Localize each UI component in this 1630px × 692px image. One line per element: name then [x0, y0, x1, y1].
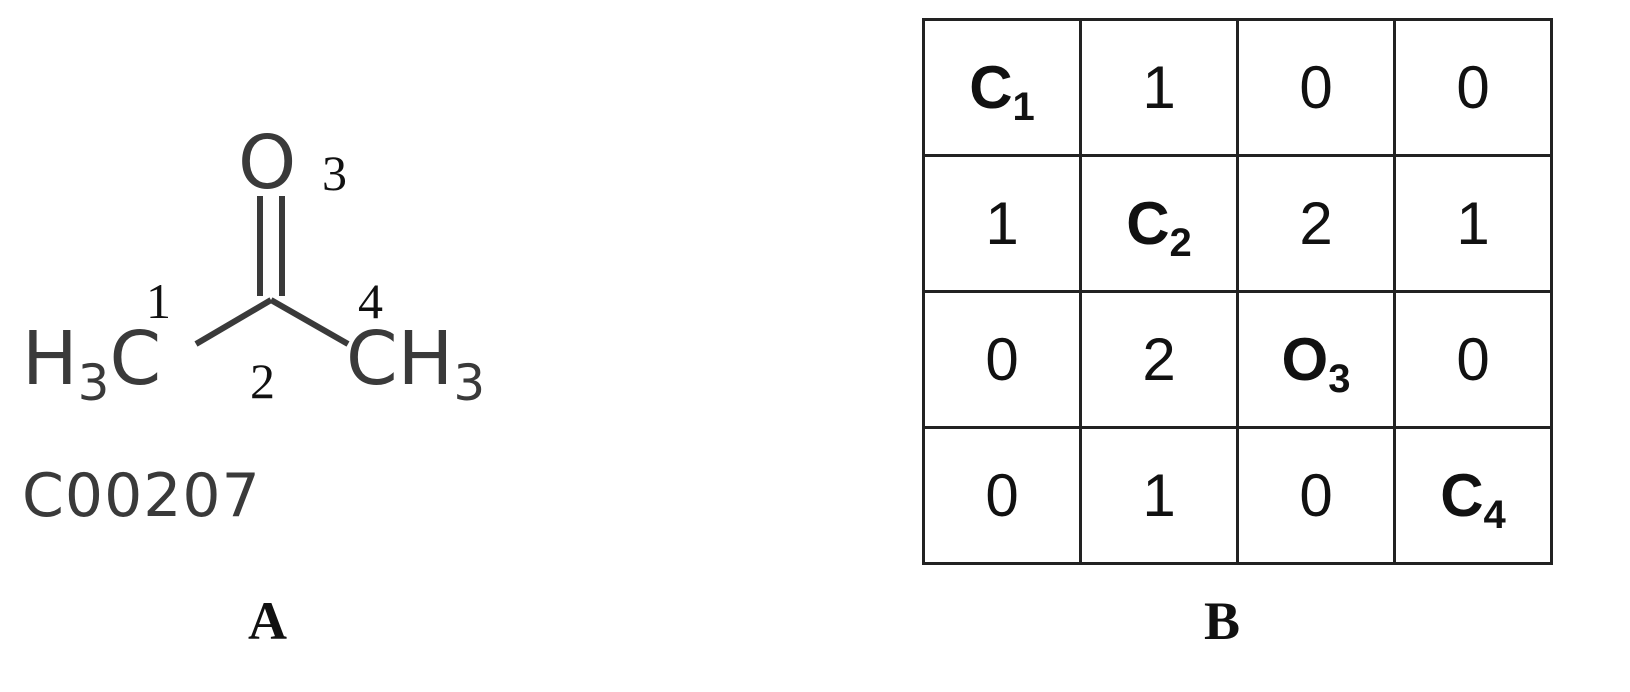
compound-id: C00207 [22, 461, 261, 531]
panel-a-molecule: O H3C CH3 1 2 3 4 C00207 [22, 120, 485, 531]
atom-number-3: 3 [322, 145, 347, 201]
matrix-cell: 0 [1393, 290, 1553, 429]
matrix-cell-value: 2 [1142, 326, 1176, 393]
matrix-cell: 1 [1393, 154, 1553, 293]
panel-label-a: A [248, 591, 287, 651]
atom-number-2: 2 [250, 353, 275, 409]
matrix-cell-value: C [1440, 462, 1484, 529]
left-c: C [109, 316, 162, 402]
matrix-cell-subscript: 1 [1012, 85, 1035, 129]
matrix-cell-value: 1 [1142, 54, 1176, 121]
matrix-cell: 1 [1079, 18, 1239, 157]
matrix-cell-value: 0 [985, 462, 1019, 529]
oxygen-atom: O [238, 120, 297, 206]
single-bond-left [194, 297, 273, 347]
left-subscript: 3 [77, 354, 110, 412]
matrix-cell-value: 1 [1142, 462, 1176, 529]
matrix-cell-value: 1 [985, 190, 1019, 257]
matrix-diagonal-cell: O3 [1236, 290, 1396, 429]
matrix-cell-value: 0 [985, 326, 1019, 393]
matrix-cell: 2 [1236, 154, 1396, 293]
matrix-cell: 0 [922, 426, 1082, 565]
matrix-cell: 0 [1236, 426, 1396, 565]
matrix-row: 0 1 0 C4 [922, 426, 1553, 565]
right-ch: CH [346, 316, 454, 402]
matrix-cell-value: 0 [1299, 462, 1333, 529]
matrix-diagonal-cell: C4 [1393, 426, 1553, 565]
left-h: H [22, 316, 78, 402]
right-subscript: 3 [453, 354, 486, 412]
right-methyl-group: CH3 [346, 322, 485, 408]
matrix-cell-subscript: 2 [1169, 221, 1192, 265]
matrix-cell-value: 0 [1299, 54, 1333, 121]
matrix-cell-value: 2 [1299, 190, 1333, 257]
matrix-cell-subscript: 4 [1483, 493, 1506, 537]
matrix-cell-value: C [969, 54, 1013, 121]
matrix-cell: 0 [1236, 18, 1396, 157]
matrix-row: 0 2 O3 0 [922, 290, 1553, 429]
atom-number-4: 4 [358, 273, 383, 329]
matrix-cell-value: C [1126, 190, 1170, 257]
bond-lines [194, 196, 350, 347]
left-methyl-group: H3C [22, 322, 161, 408]
matrix-cell: 2 [1079, 290, 1239, 429]
matrix-diagonal-cell: C2 [1079, 154, 1239, 293]
matrix-cell-value: 0 [1456, 54, 1490, 121]
matrix-cell: 1 [922, 154, 1082, 293]
atom-number-1: 1 [146, 273, 171, 329]
panel-label-b: B [1204, 591, 1241, 651]
matrix-cell-value: O [1281, 326, 1329, 393]
matrix-cell-value: 0 [1456, 326, 1490, 393]
matrix-cell-subscript: 3 [1328, 357, 1351, 401]
matrix-diagonal-cell: C1 [922, 18, 1082, 157]
matrix-cell: 0 [1393, 18, 1553, 157]
single-bond-right [269, 297, 350, 347]
matrix-cell: 0 [922, 290, 1082, 429]
matrix-cell: 1 [1079, 426, 1239, 565]
matrix-cell-value: 1 [1456, 190, 1490, 257]
